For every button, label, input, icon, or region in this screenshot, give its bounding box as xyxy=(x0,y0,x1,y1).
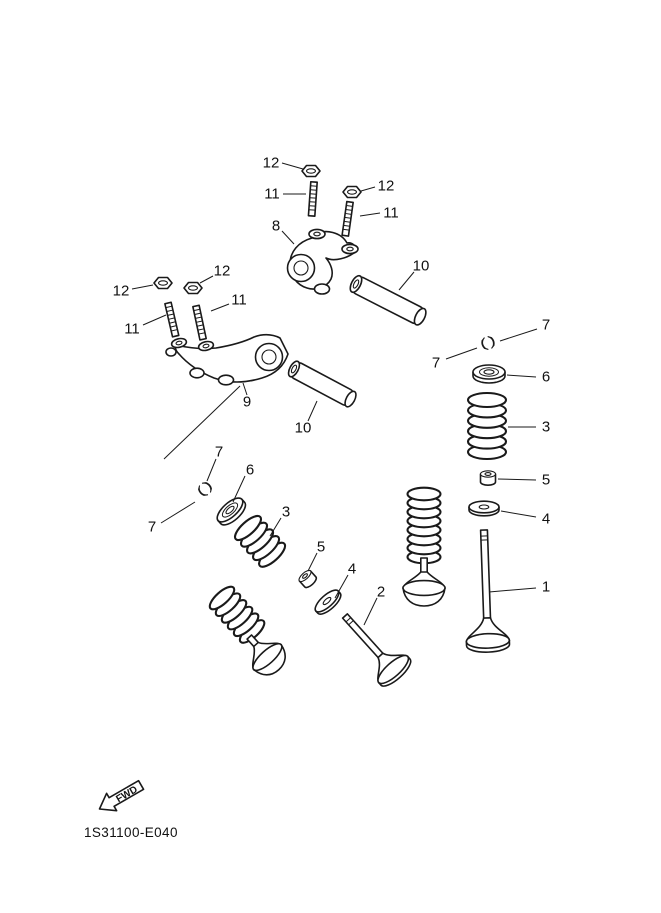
leader-line-4 xyxy=(334,574,349,599)
rocker-arm-9 xyxy=(165,333,289,386)
callout-label-12-7: 12 xyxy=(214,263,231,280)
left-adjuster-set xyxy=(153,276,207,341)
fwd-marker: FWD xyxy=(98,779,145,812)
callout-label-11-3: 11 xyxy=(383,205,399,222)
valve-2b xyxy=(246,634,286,676)
leader-line-6 xyxy=(506,374,537,378)
rocker-arm-8 xyxy=(286,228,359,295)
top-adjuster-set xyxy=(301,164,362,237)
callout-label-4-23: 4 xyxy=(348,561,356,578)
part-number: 1S31100-E040 xyxy=(84,825,178,840)
locknut-icon xyxy=(342,185,362,199)
callout-label-12-6: 12 xyxy=(113,283,130,300)
spring-retainer-icon xyxy=(472,364,506,384)
callout-label-2-24: 2 xyxy=(377,584,385,601)
locknut-icon xyxy=(183,281,203,295)
valve-seal-icon xyxy=(296,567,319,591)
rocker-shaft-top xyxy=(349,274,427,326)
callout-label-12-2: 12 xyxy=(378,178,395,195)
leader-line-10 xyxy=(307,400,318,422)
fwd-label: FWD xyxy=(114,784,139,805)
spring-seat-icon xyxy=(468,500,500,517)
valve-2b-assembly xyxy=(205,582,286,676)
callout-label-8-4: 8 xyxy=(272,218,280,235)
leader-line-1 xyxy=(488,587,537,593)
callout-label-5-22: 5 xyxy=(317,539,325,556)
fwd-arrow-icon xyxy=(98,779,145,812)
adjuster-screw-icon xyxy=(164,301,180,338)
callout-label-6-14: 6 xyxy=(542,369,550,386)
valve-1-assembly xyxy=(465,334,511,653)
valve-seal-icon xyxy=(479,469,497,487)
leader-line-9 xyxy=(242,382,248,396)
callout-label-4-17: 4 xyxy=(542,511,550,528)
adjuster-screw-icon xyxy=(192,304,207,341)
axis-line xyxy=(163,385,241,460)
valve-1b-assembly xyxy=(402,486,446,607)
leader-line-12 xyxy=(360,186,376,192)
leader-line-5 xyxy=(307,552,318,572)
callout-label-7-19: 7 xyxy=(215,444,223,461)
callout-label-11-8: 11 xyxy=(124,321,140,338)
leader-line-7 xyxy=(160,501,196,524)
rocker-shaft-bottom xyxy=(287,360,357,408)
valve-keepers-icon xyxy=(195,479,215,499)
callout-label-10-5: 10 xyxy=(413,258,430,275)
callout-label-11-9: 11 xyxy=(231,292,247,309)
leader-line-11 xyxy=(210,303,230,312)
leader-line-4 xyxy=(500,510,537,518)
callout-label-10-11: 10 xyxy=(295,420,312,437)
valve-keepers-icon xyxy=(479,334,497,352)
leader-line-7 xyxy=(499,328,538,342)
locknut-icon xyxy=(153,276,173,290)
callout-label-7-13: 7 xyxy=(432,355,440,372)
leader-line-7 xyxy=(445,347,478,360)
leader-line-6 xyxy=(232,475,246,503)
callout-label-6-20: 6 xyxy=(246,462,254,479)
leader-line-2 xyxy=(363,597,378,626)
callout-label-7-12: 7 xyxy=(542,317,550,334)
locknut-icon xyxy=(301,164,321,178)
valve-2 xyxy=(341,613,412,687)
callout-label-9-10: 9 xyxy=(243,394,251,411)
leader-line-3 xyxy=(269,517,282,537)
callout-label-5-16: 5 xyxy=(542,472,550,489)
valve-1 xyxy=(465,529,511,653)
callout-label-7-25: 7 xyxy=(148,519,156,536)
valve-spring xyxy=(230,511,290,572)
valve-spring xyxy=(466,391,508,461)
leader-line-12 xyxy=(199,275,214,284)
leader-line-12 xyxy=(131,284,154,290)
valve-1b xyxy=(402,557,446,607)
callout-label-3-15: 3 xyxy=(542,419,550,436)
adjuster-screw-icon xyxy=(341,200,354,237)
valve-spring xyxy=(406,486,442,565)
callout-label-12-0: 12 xyxy=(263,155,280,172)
leader-line-12 xyxy=(281,162,304,170)
callout-label-3-21: 3 xyxy=(282,504,290,521)
leader-line-11 xyxy=(359,212,381,217)
callout-label-11-1: 11 xyxy=(264,186,280,203)
valve-2-assembly xyxy=(195,479,412,687)
leader-line-5 xyxy=(497,478,537,481)
valve-spring xyxy=(205,582,269,648)
leader-line-8 xyxy=(281,230,295,245)
leader-line-11 xyxy=(142,314,167,326)
leader-line-10 xyxy=(398,271,415,291)
leader-line-7 xyxy=(206,458,217,482)
adjuster-screw-icon xyxy=(307,180,318,217)
callout-label-1-18: 1 xyxy=(542,579,550,596)
